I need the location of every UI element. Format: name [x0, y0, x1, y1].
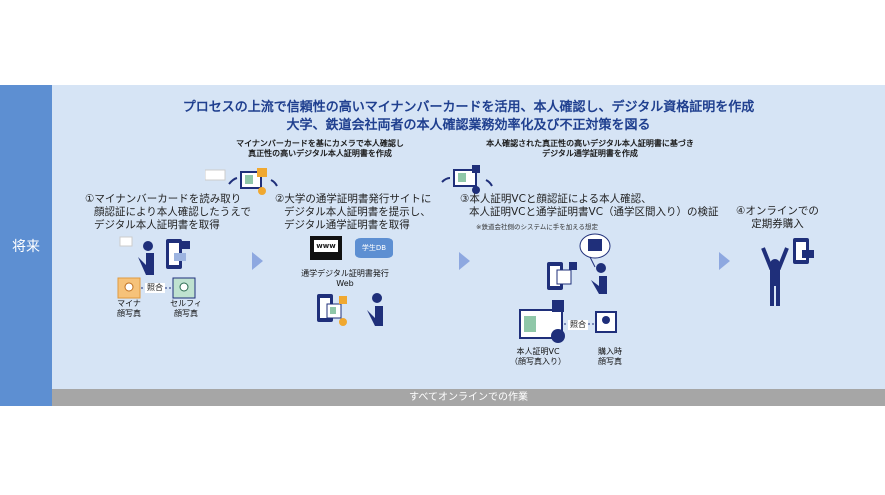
caption-line: マイナンバーカードを基にカメラで本人確認し [236, 139, 404, 148]
diagram-panel [52, 85, 885, 389]
label-line: セルフィ [170, 299, 202, 308]
step-line: 定期券購入 [751, 218, 804, 230]
person-with-phone-icon [119, 236, 190, 275]
caption-line: 真正性の高いデジタル本人証明書を作成 [248, 149, 392, 158]
phone-cert-person-icon [317, 293, 383, 326]
label-line: （顔写真入り） [510, 357, 566, 366]
vc-cert-icon [441, 165, 493, 194]
step-4-text: ④オンラインでの 定期券購入 [736, 205, 819, 231]
match-label: 照合 [145, 283, 165, 293]
step-line: デジタル本人証明書を提示し、 [284, 206, 431, 218]
title-line-2: 大学、鉄道会社両者の本人確認業務効率化及び不正対策を図る [286, 118, 651, 133]
caption-commute-cert: 本人確認された真正性の高いデジタル本人証明書に基づき デジタル通学証明書を作成 [470, 139, 710, 159]
step-line: デジタル本人証明書を取得 [94, 219, 220, 231]
label-line: 購入時 [598, 347, 622, 356]
purchase-person-icon [761, 238, 814, 306]
title-line-1: プロセスの上流で信頼性の高いマイナンバーカードを活用、本人確認し、デジタル資格証… [182, 100, 755, 115]
student-db-icon: 学生DB [355, 238, 393, 258]
label-line: 顔写真 [117, 309, 141, 318]
step-3-text: ③本人証明VCと顔認証による本人確認、 本人証明VCと通学証明書VC（通学区間入… [460, 193, 719, 219]
flow-arrow [719, 252, 730, 270]
step-line: 本人証明VCと通学証明書VC（通学区間入り）の検証 [469, 206, 719, 218]
label-line: マイナ [117, 299, 141, 308]
mina-photo-label: マイナ顔写真 [114, 299, 144, 319]
selfie-photo-label: セルフィ顔写真 [168, 299, 204, 319]
cert-issuance-icon [205, 168, 278, 195]
step-line: ④オンラインでの [736, 205, 819, 217]
step-line: ③本人証明VCと顔認証による本人確認、 [460, 193, 652, 205]
vc-label: 本人証明VC（顔写真入り） [508, 347, 568, 367]
label-line: 顔写真 [598, 357, 622, 366]
step-2-text: ②大学の通学証明書発行サイトに デジタル本人証明書を提示し、 デジタル通学証明書… [275, 193, 431, 232]
step-line: ②大学の通学証明書発行サイトに [275, 193, 432, 205]
step-line: ①マイナンバーカードを読み取り [85, 193, 242, 205]
step-1-text: ①マイナンバーカードを読み取り 顔認証により本人確認したうえで デジタル本人証明… [85, 193, 251, 232]
caption-identity-cert: マイナンバーカードを基にカメラで本人確認し 真正性の高いデジタル本人証明書を作成 [230, 139, 410, 159]
step-line: デジタル通学証明書を取得 [284, 219, 410, 231]
label-line: 通学デジタル証明書発行 [301, 269, 389, 278]
flow-arrow [459, 252, 470, 270]
footer-bar: すべてオンラインでの作業 [52, 389, 885, 406]
match-label: 照合 [568, 320, 588, 330]
face-verification-icon [547, 233, 611, 294]
caption-line: 本人確認された真正性の高いデジタル本人証明書に基づき [486, 139, 694, 148]
timeline-label-future: 将来 [0, 85, 52, 406]
label-line: Web [336, 279, 354, 288]
purchase-photo-label: 購入時顔写真 [590, 347, 630, 367]
step-line: 顔認証により本人確認したうえで [94, 206, 251, 218]
website-icon: www [310, 236, 342, 260]
flow-arrow [252, 252, 263, 270]
step-3-note: ※鉄道会社側のシステムに手を加える想定 [476, 223, 599, 231]
face-match-icon [117, 277, 196, 299]
label-line: 本人証明VC [516, 347, 560, 356]
caption-line: デジタル通学証明書を作成 [542, 149, 638, 158]
label-line: 顔写真 [174, 309, 198, 318]
www-label: www [314, 240, 338, 252]
